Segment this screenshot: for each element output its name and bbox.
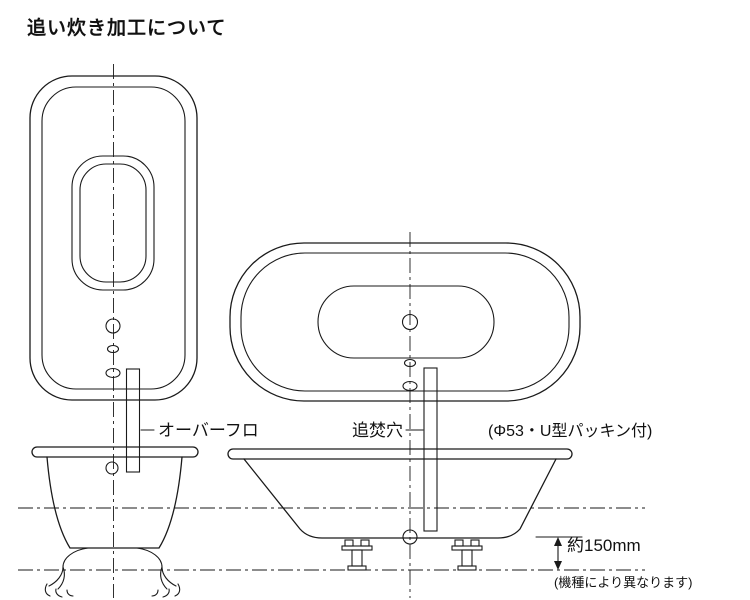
reheat-hole-label: 追焚穴: [352, 421, 403, 440]
dimension-annotation: 約150mm (機種により異なります): [535, 536, 692, 590]
claw-foot-right: [136, 547, 181, 598]
reheat-hole-side: [402, 529, 418, 545]
packing-spec-label: (Φ53・U型パッキン付): [488, 422, 652, 440]
drain-hole: [105, 318, 121, 334]
adjustable-foot-left: [341, 539, 373, 571]
tub-basin-floor-outer: [71, 155, 155, 291]
page-title: 追い炊き加工について: [27, 18, 227, 39]
overflow-label: オーバーフロ: [158, 421, 259, 440]
dimension-arrowhead-down: [554, 561, 562, 570]
fitting-hole-lower: [402, 380, 418, 392]
tub-rim-line: [41, 86, 186, 390]
tub-basin-floor-inner: [79, 163, 147, 283]
tub-top-view-vertical: [29, 75, 198, 401]
drain-hole: [401, 313, 419, 331]
tub-rim-band: [31, 446, 199, 458]
claw-foot-left: [44, 547, 89, 598]
dimension-value-label: 約150mm: [567, 536, 641, 555]
tub-side-view-modern: [227, 448, 573, 571]
fitting-hole-upper: [403, 358, 417, 368]
fitting-hole-upper: [106, 344, 120, 354]
tub-basin-floor: [317, 285, 495, 359]
tub-side-view-clawfoot: [31, 446, 199, 598]
tub-rim-line: [240, 252, 570, 392]
tub-outer-edge: [229, 242, 581, 402]
overflow-connector-box: [125, 368, 141, 473]
tub-body-profile: [243, 458, 557, 539]
tub-outer-edge: [29, 75, 198, 401]
dimension-arrowhead-up: [554, 537, 562, 546]
dimension-note-label: (機種により異なります): [554, 575, 692, 590]
overflow-hole-side: [105, 461, 119, 475]
tub-body-profile: [46, 456, 183, 549]
tub-rim-band: [227, 448, 573, 460]
fitting-hole-lower: [105, 367, 121, 379]
tub-top-view-horizontal: [229, 242, 581, 402]
adjustable-foot-right: [451, 539, 483, 571]
